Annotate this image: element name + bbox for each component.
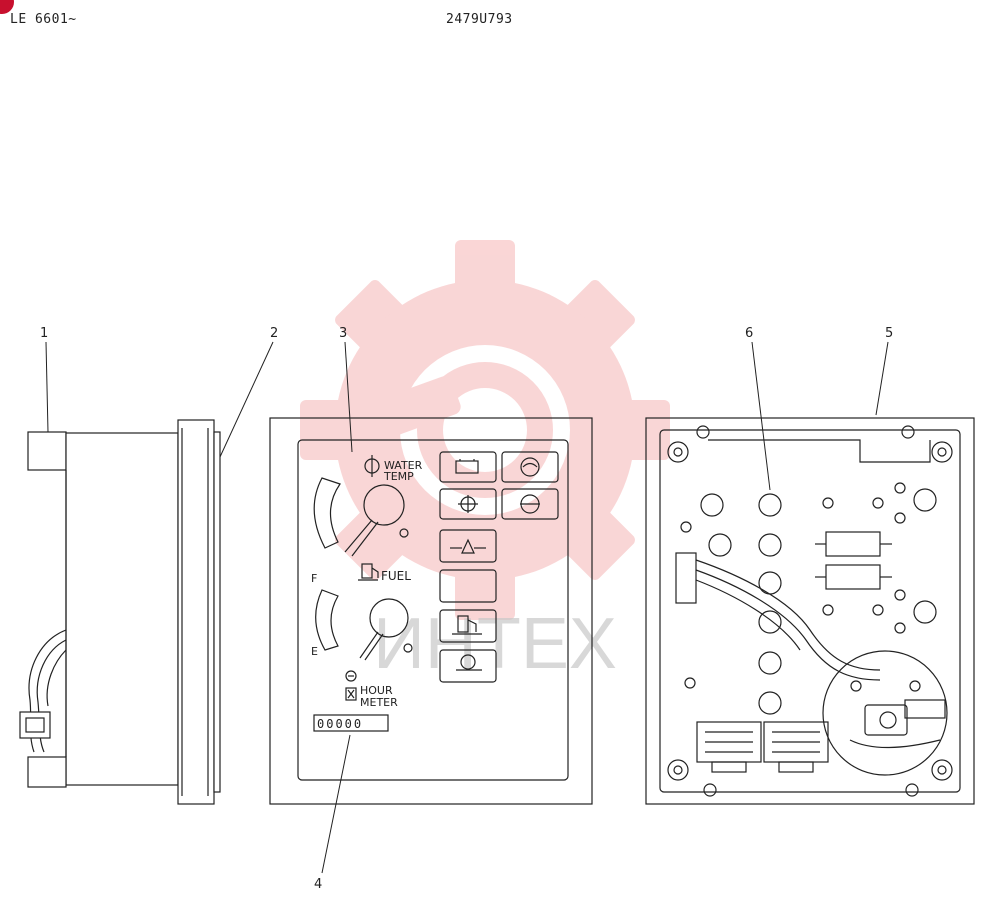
fuel-empty-label: E <box>311 645 318 658</box>
oil-pressure-icon <box>450 538 486 554</box>
rear-circuit-board <box>645 417 975 805</box>
resistor-lower <box>825 564 881 590</box>
transmission-icon <box>520 494 540 514</box>
watermark-text: ИНТЕХ <box>373 604 617 684</box>
water-temp-label-2: TEMP <box>383 470 414 483</box>
fuel-pump-icon <box>358 563 379 581</box>
low-fuel-icon <box>452 615 482 635</box>
fuel-full-label: F <box>311 572 317 585</box>
fuel-gauge-arc <box>315 589 339 651</box>
resistor-upper <box>825 531 881 557</box>
battery-icon <box>455 459 479 474</box>
water-temp-icon <box>364 455 380 477</box>
callout-4: 4 <box>314 877 322 892</box>
hydraulic-icon <box>456 654 482 671</box>
model-range-label: LE 6601~ <box>10 12 77 27</box>
bulb-sockets <box>700 488 937 715</box>
hour-meter-counter <box>313 714 389 732</box>
callout-2: 2 <box>270 326 278 341</box>
water-temp-gauge-arc <box>313 477 341 549</box>
hour-meter-label-2: METER <box>360 696 398 709</box>
watermark-gear-icon <box>300 240 670 620</box>
part-number-label: 2479U793 <box>446 12 513 27</box>
fuel-label: FUEL <box>381 569 411 583</box>
edge-connectors <box>696 721 829 773</box>
water-temp-label-1: WATER <box>384 459 423 472</box>
callout-6: 6 <box>745 326 753 341</box>
water-temp-gauge-dial <box>363 484 405 526</box>
small-contacts <box>680 482 906 689</box>
hour-meter-housing <box>822 650 948 776</box>
callout-3: 3 <box>339 326 347 341</box>
front-panel: WATER TEMP FUEL F E HOUR METER 00000 <box>269 417 593 805</box>
housing-side-view <box>19 419 221 805</box>
callout-5: 5 <box>885 326 893 341</box>
hour-meter-label-1: HOUR <box>360 684 393 697</box>
wire-harness-connector <box>675 552 697 604</box>
callout-1: 1 <box>40 326 48 341</box>
preheat-icon <box>520 457 540 477</box>
hour-meter-digits: 00000 <box>317 717 363 731</box>
warning-lamps <box>439 451 559 683</box>
coolant-level-icon <box>458 495 478 513</box>
hourglass-icon <box>345 687 357 701</box>
fuel-gauge-dial <box>369 598 409 638</box>
